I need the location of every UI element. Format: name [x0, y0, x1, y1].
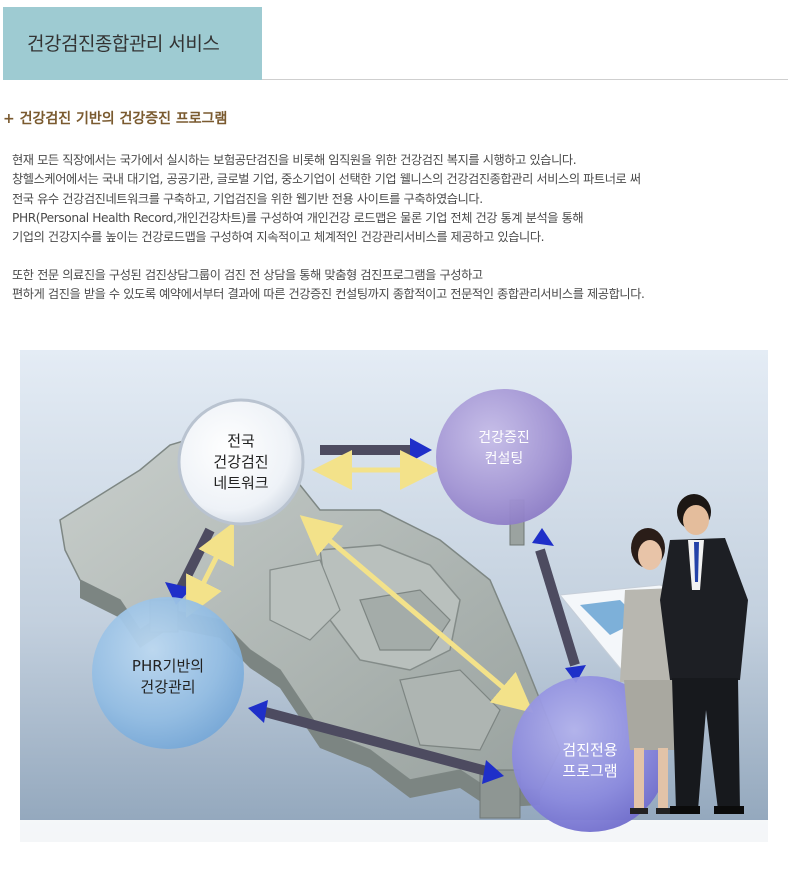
node-line: 건강증진	[478, 430, 530, 446]
node-label-program: 검진전용 프로그램	[540, 740, 640, 782]
intro-line: 편하게 검진을 받을 수 있도록 예약에서부터 결과에 따른 건강증진 컨설팅까…	[12, 287, 645, 302]
node-label-network: 전국 건강검진 네트워크	[191, 431, 291, 494]
section-heading: + 건강검진 기반의 건강증진 프로그램	[3, 111, 228, 127]
title-banner: 건강검진종합관리 서비스	[3, 7, 262, 80]
consulting-circle	[436, 389, 572, 525]
node-line: 검진전용	[562, 741, 618, 759]
intro-line: 현재 모든 직장에서는 국가에서 실시하는 보험공단검진을 비롯해 임직원을 위…	[12, 153, 577, 167]
phr-circle	[92, 597, 244, 749]
intro-line: 창헬스케어에서는 국내 대기업, 공공기관, 글로벌 기업, 중소기업이 선택한…	[12, 172, 641, 187]
node-line: 전국	[227, 432, 255, 450]
yellow-arrows	[186, 450, 534, 713]
node-line: 컨설팅	[484, 451, 524, 467]
page-title: 건강검진종합관리 서비스	[27, 33, 220, 55]
node-line: 네트워크	[213, 474, 269, 492]
intro-line: PHR(Personal Health Record,개인건강차트)를 구성하여…	[12, 210, 584, 225]
intro-paragraph-2: 또한 전문 의료진을 구성된 검진상담그룹이 검진 전 상담을 통해 맞춤형 검…	[12, 266, 645, 305]
intro-line: 기업의 건강지수를 높이는 건강로드맵을 구성하여 지속적이고 체계적인 건강관…	[12, 230, 545, 245]
node-label-phr: PHR기반의 건강관리	[113, 656, 223, 698]
intro-paragraph-1: 현재 모든 직장에서는 국가에서 실시하는 보험공단검진을 비롯해 임직원을 위…	[12, 151, 641, 247]
node-line: 프로그램	[562, 762, 618, 780]
title-divider	[262, 79, 788, 80]
node-line: 건강검진	[213, 453, 269, 471]
node-line: PHR기반의	[131, 657, 205, 675]
businessman-icon	[660, 494, 748, 814]
node-label-consulting: 건강증진 컨설팅	[454, 428, 554, 470]
intro-line: 또한 전문 의료진을 구성된 검진상담그룹이 검진 전 상담을 통해 맞춤형 검…	[12, 268, 483, 282]
network-circle	[177, 398, 305, 526]
service-diagram: 전국 건강검진 네트워크 건강증진 컨설팅 PHR기반의 건강관리 검진전용 프…	[20, 350, 768, 842]
diagram-illustration	[20, 350, 768, 842]
node-line: 건강관리	[140, 678, 196, 696]
businesswoman-icon	[620, 528, 682, 814]
intro-line: 전국 유수 건강검진네트워크를 구축하고, 기업검진을 위한 웹기반 전용 사이…	[12, 191, 483, 206]
